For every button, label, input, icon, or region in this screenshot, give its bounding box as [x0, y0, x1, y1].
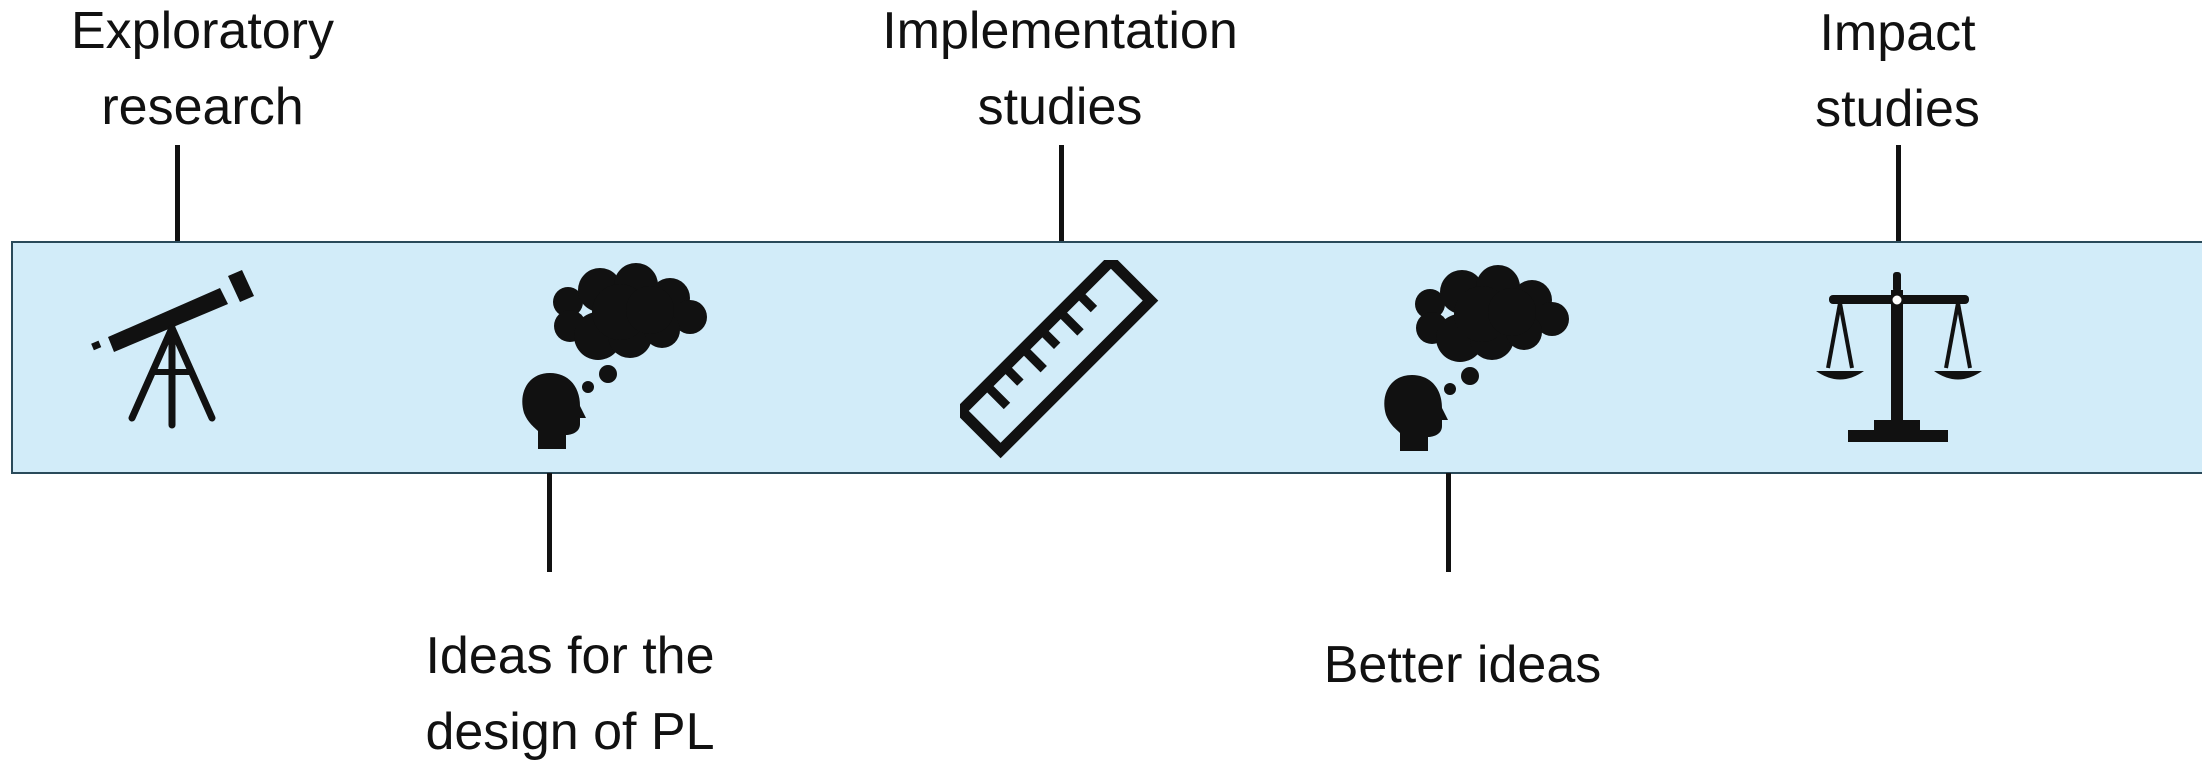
- label-implementation-studies: Implementation studies: [882, 2, 1238, 136]
- thinking-head-icon-1: [522, 263, 707, 449]
- connector-exploratory: [175, 145, 180, 243]
- label-ideas-for-design: Ideas for the design of PL: [425, 627, 715, 761]
- connector-ideas-design: [547, 473, 552, 572]
- label-exploratory-research: Exploratory research: [71, 2, 334, 136]
- thinking-head-icon-2: [1384, 265, 1569, 451]
- telescope-icon: [91, 270, 254, 429]
- scales-icon: [1816, 272, 1982, 442]
- connector-impact: [1896, 145, 1901, 243]
- label-better-ideas: Better ideas: [1323, 636, 1602, 694]
- connector-better-ideas: [1446, 473, 1451, 572]
- connector-implementation: [1059, 145, 1064, 243]
- label-impact-studies: Impact studies: [1815, 4, 1980, 138]
- timeline-band: [11, 241, 2202, 474]
- ruler-icon: [960, 260, 1159, 459]
